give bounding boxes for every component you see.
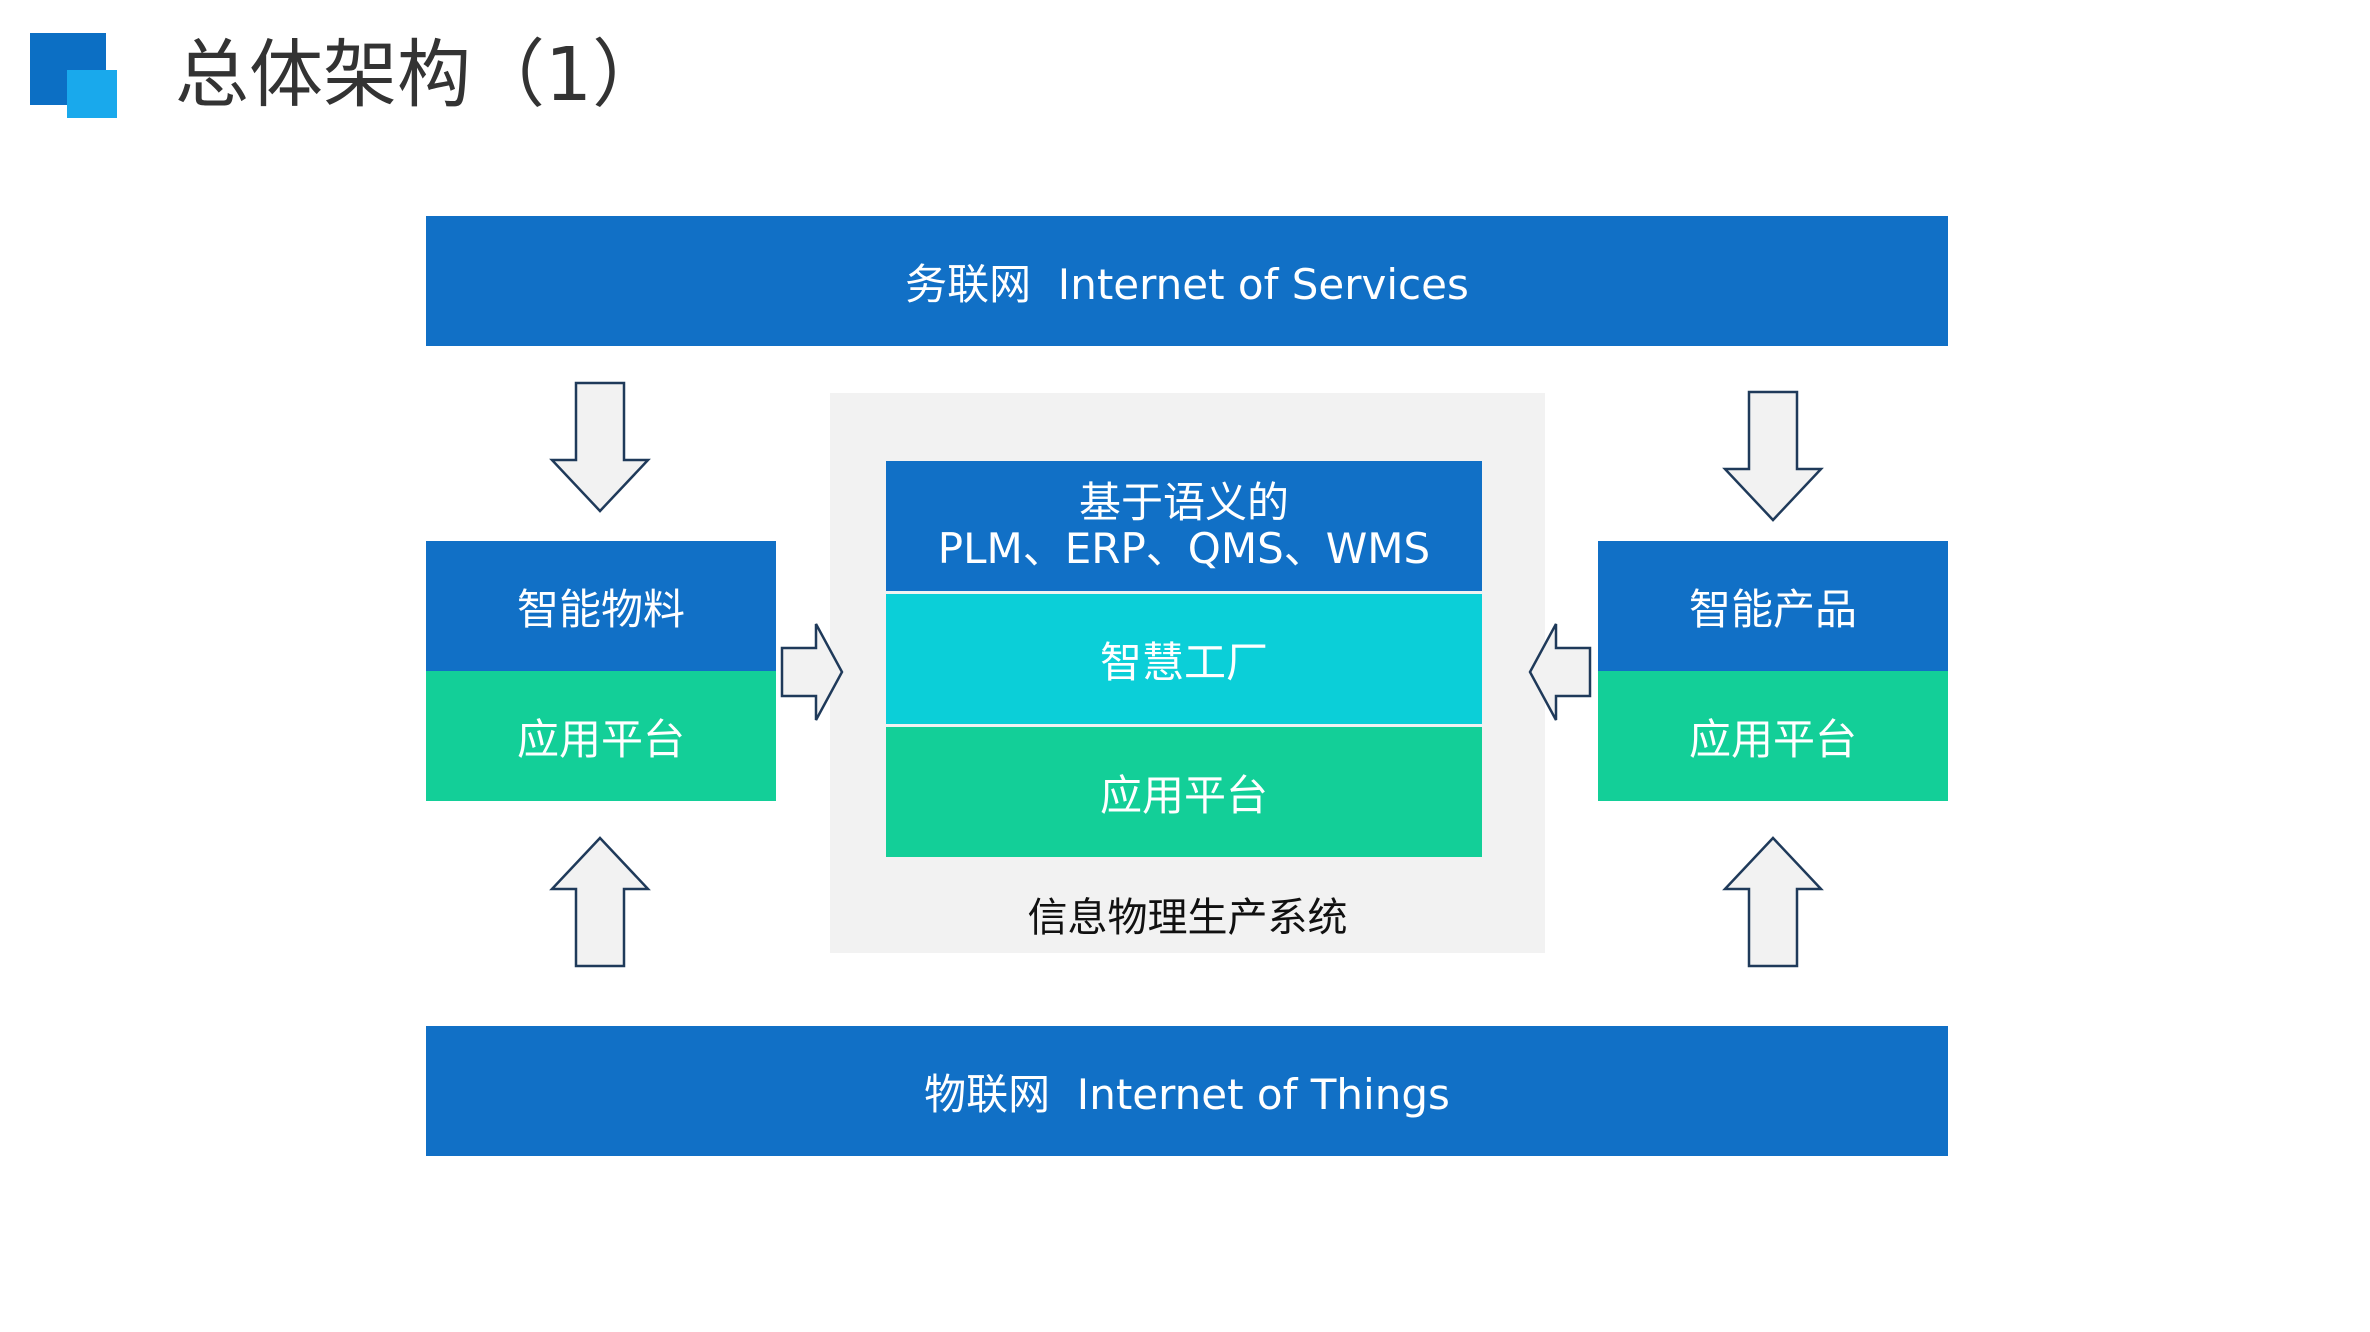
right-platform-label: 应用平台 [1688,714,1857,764]
cyber-physical-system-caption: 信息物理生产系统 [1027,895,1348,941]
arrow-up-right-icon [1722,836,1824,968]
internet-of-things-bar: 物联网 Internet of Things [426,1026,1948,1156]
smart-materials-label: 智能物料 [516,584,685,634]
right-platform-block: 应用平台 [1598,671,1948,801]
left-platform-label: 应用平台 [516,714,685,764]
smart-products-label: 智能产品 [1688,584,1857,634]
semantic-systems-block: 基于语义的 PLM、ERP、QMS、WMS [886,461,1482,591]
arrow-right-icon [780,623,844,721]
page-title: 总体架构（1） [175,32,667,118]
internet-of-things-label: 物联网 Internet of Things [924,1069,1450,1119]
arrow-left-icon [1528,623,1592,721]
smart-materials-block: 智能物料 [426,541,776,671]
arrow-down-left-icon [549,381,651,513]
left-platform-block: 应用平台 [426,671,776,801]
logo-square-light [67,70,117,118]
smart-products-block: 智能产品 [1598,541,1948,671]
semantic-systems-line1: 基于语义的 [1078,478,1289,527]
arrow-down-right-icon [1722,390,1824,522]
semantic-systems-line2: PLM、ERP、QMS、WMS [937,524,1431,573]
smart-factory-label: 智慧工厂 [1099,637,1268,687]
center-platform-block: 应用平台 [886,727,1482,857]
center-platform-label: 应用平台 [1099,770,1268,820]
internet-of-services-label: 务联网 Internet of Services [905,259,1469,309]
internet-of-services-bar: 务联网 Internet of Services [426,216,1948,346]
arrow-up-left-icon [549,836,651,968]
smart-factory-block: 智慧工厂 [886,594,1482,724]
